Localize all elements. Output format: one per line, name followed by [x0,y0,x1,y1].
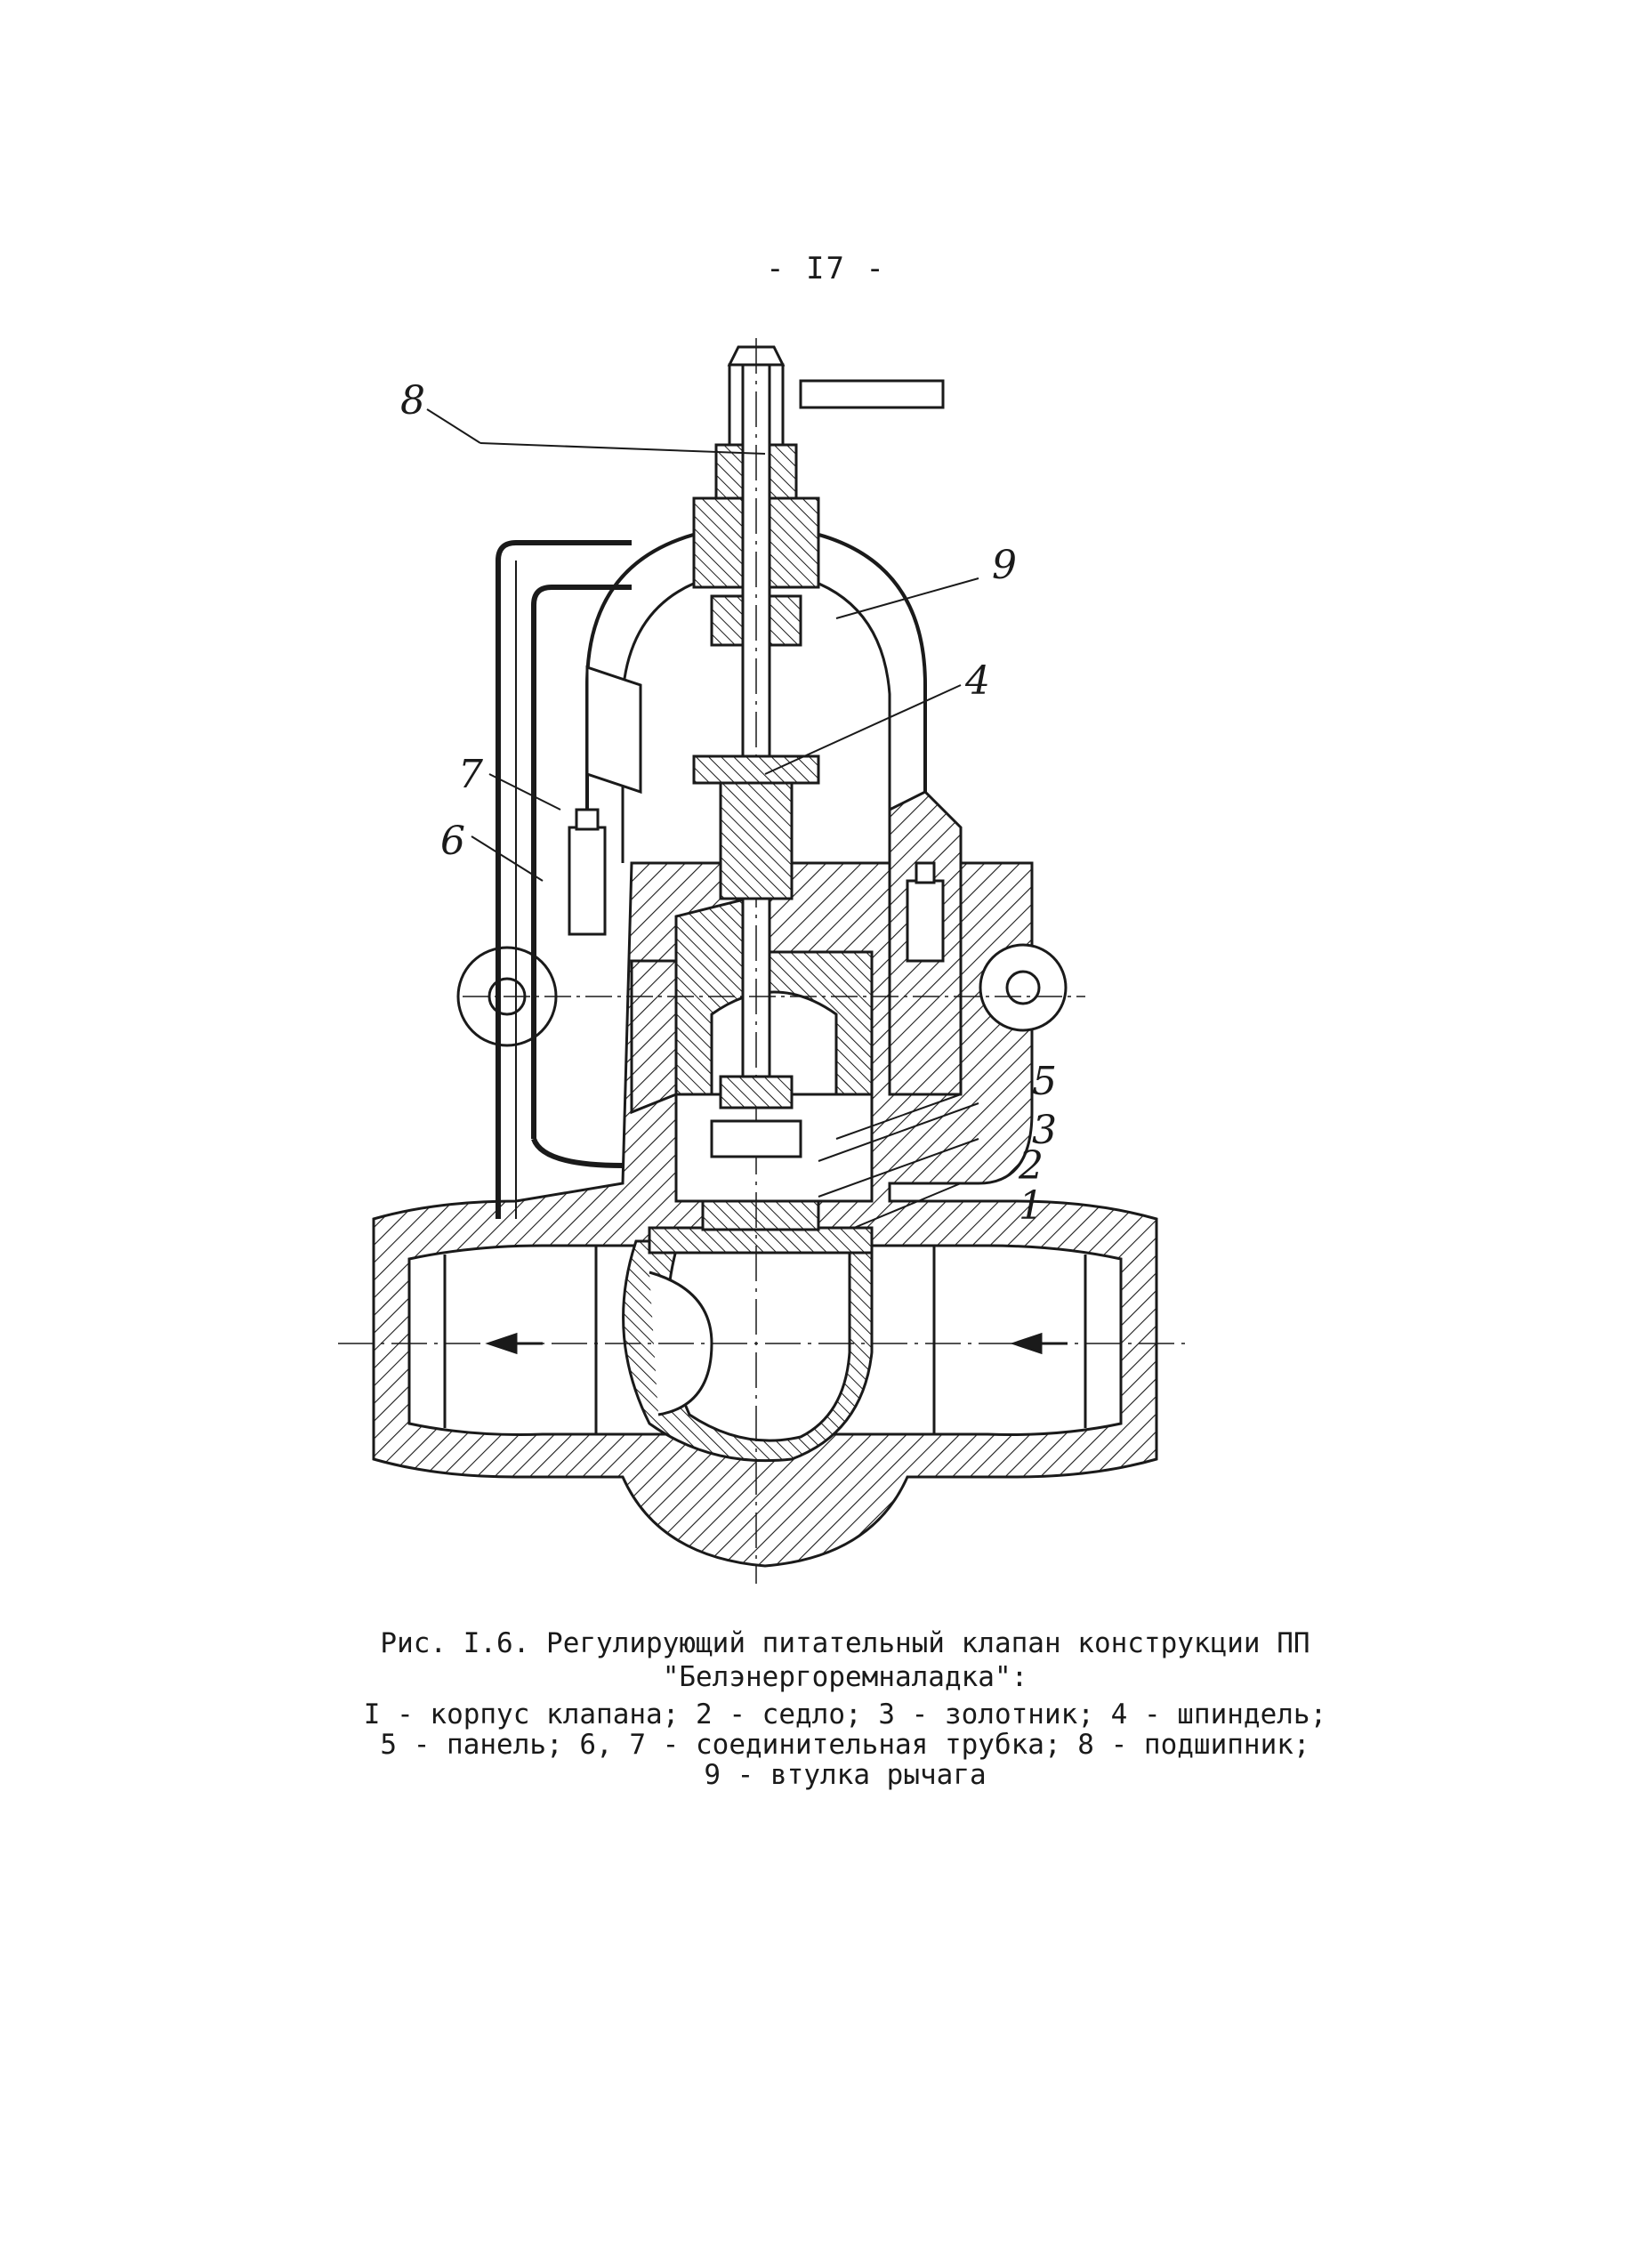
callout-9: 9 [992,543,1017,588]
callout-2: 2 [1018,1143,1044,1189]
caption-subtitle: "Белэнергоремналадка": [662,1661,1028,1693]
callout-3: 3 [1032,1108,1057,1153]
page-number: - I7 - [766,251,886,286]
callout-8: 8 [400,378,425,424]
legend-line: 5 - панель; 6, 7 - соединительная трубка… [380,1729,1310,1761]
callout-6: 6 [440,819,465,864]
callout-7: 7 [458,752,483,797]
valve-drawing: 8 9 4 7 6 5 3 2 1 [338,311,1192,1584]
legend-line: 9 - втулка рычага [704,1759,987,1791]
figure-caption: Рис. I.6. Регулирующий питательный клапа… [178,1626,1512,1694]
callout-4: 4 [964,658,990,704]
legend-line: I - корпус клапана; 2 - седло; 3 - золот… [363,1698,1327,1731]
callout-5: 5 [1032,1059,1057,1104]
valve-drawing-svg: 8 9 4 7 6 5 3 2 1 [338,338,1192,1584]
caption-title: Рис. I.6. Регулирующий питательный клапа… [380,1627,1310,1659]
figure-legend: I - корпус клапана; 2 - седло; 3 - золот… [178,1699,1512,1790]
callout-1: 1 [1019,1183,1044,1229]
